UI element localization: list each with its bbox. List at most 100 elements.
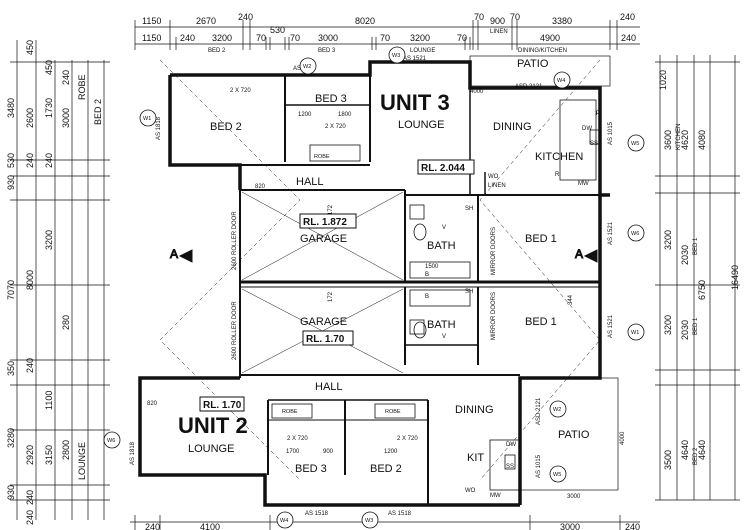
room-garage-u3: GARAGE — [300, 233, 347, 245]
unit3-title: UNIT 3 — [380, 90, 450, 115]
dim-label: 3380 — [552, 16, 572, 26]
level-markers: RL. 2.044 RL. 1.872 RL. 1.70 RL. 1.70 — [199, 159, 475, 412]
fixture-label: DW — [506, 442, 516, 448]
window-tag: W2 — [553, 407, 561, 413]
dim-note: 3000 — [567, 494, 581, 500]
dim-label: 4900 — [540, 33, 560, 43]
room-labels: BED 2 BED 3 UNIT 3 LOUNGE DINING KITCHEN… — [178, 58, 590, 475]
fixture-label: MW — [490, 493, 501, 499]
fixture-label: V — [442, 225, 446, 231]
dim-label: 240 — [180, 33, 195, 43]
dim-label: 930 — [6, 485, 16, 500]
dim-note: 4000 — [470, 89, 484, 95]
patio-outline — [519, 377, 619, 491]
dim-label: 240 — [620, 12, 635, 22]
dim-label: 3280 — [6, 428, 16, 448]
dim-label: 2600 — [25, 108, 35, 128]
room-bath-u3: BATH — [427, 240, 456, 252]
dim-room-label: BED 3 — [318, 48, 336, 54]
window-tag: W6 — [107, 438, 115, 444]
fixture-label: V — [442, 334, 446, 340]
dim-label: 3600 — [663, 130, 673, 150]
fixture-label: B — [425, 294, 429, 300]
window-tag: W5 — [553, 472, 561, 478]
dim-label: 3200 — [663, 315, 673, 335]
section-label: A — [575, 247, 583, 261]
rl-unit2: RL. 1.70 — [203, 400, 242, 411]
bath-tub — [409, 261, 471, 279]
dim-note: 172 — [328, 204, 334, 215]
annotations: 2600 ROLLER DOOR 2600 ROLLER DOOR MIRROR… — [130, 56, 626, 517]
robe — [271, 403, 313, 419]
dim-label: 3480 — [6, 98, 16, 118]
dim-label: 3000 — [560, 522, 580, 530]
window-spec: AS 1518 — [305, 511, 329, 517]
dim-label: 70 — [380, 33, 390, 43]
fixture-label: WO — [488, 174, 499, 180]
dim-label: 1100 — [44, 391, 54, 410]
room-hall-u3: HALL — [296, 176, 324, 188]
fixture-label: DW — [582, 126, 592, 132]
room-lounge-u3: LOUNGE — [398, 119, 444, 131]
room-kit-u2: KIT — [467, 452, 484, 464]
dim-label: 530 — [6, 153, 16, 168]
dim-label: 280 — [61, 315, 71, 330]
dim-room-label: DINING/KITCHEN — [518, 48, 567, 54]
dim-label: 240 — [621, 33, 636, 43]
dim-note: 820 — [147, 401, 158, 407]
section-label: A — [170, 247, 178, 261]
dim-room-label: LOUNGE — [77, 442, 87, 480]
section-arrow-icon — [178, 249, 193, 263]
dim-label: 4620 — [680, 130, 690, 150]
window-note: 2 X 720 — [325, 124, 346, 130]
window-tag: W1 — [631, 330, 639, 336]
dim-label: 70 — [290, 33, 300, 43]
room-bed2-u2: BED 2 — [370, 463, 402, 475]
dim-label: 930 — [6, 175, 16, 190]
room-linen: LINEN — [488, 183, 506, 189]
fixture-label: B — [425, 272, 429, 278]
walls — [138, 55, 619, 507]
window-tag: W4 — [280, 518, 288, 524]
dim-label: 240 — [61, 70, 71, 85]
dim-label: 70 — [510, 12, 520, 22]
section-arrow-icon — [583, 249, 598, 263]
dim-label: 3200 — [212, 33, 232, 43]
room-bed1-u3: BED 1 — [525, 233, 557, 245]
dim-room-label: BED 1 — [693, 237, 699, 255]
dim-label: 3000 — [61, 108, 71, 128]
dim-label: 2030 — [680, 320, 690, 340]
room-patio-right: PATIO — [558, 429, 590, 441]
unit2-title: UNIT 2 — [178, 413, 248, 438]
robe-label: ROBE — [314, 154, 330, 160]
dim-label: 4100 — [200, 522, 220, 530]
dim-room-label: ROBE — [77, 74, 87, 100]
dim-note: 172 — [328, 291, 334, 302]
fixture-label: SS — [590, 141, 598, 147]
room-bed3-u3: BED 3 — [315, 93, 347, 105]
dim-label: 7070 — [6, 280, 16, 300]
window-tag: W6 — [631, 231, 639, 237]
toilet — [413, 321, 427, 339]
toilet — [413, 223, 427, 241]
room-bed2-u3: BED 2 — [210, 121, 242, 133]
room-dining-u2: DINING — [455, 404, 494, 416]
dim-label: 70 — [256, 33, 266, 43]
mirror-doors-label: MIRROR DOORS — [491, 227, 497, 275]
dim-room-label: BED 1 — [693, 317, 699, 335]
bath-tub — [409, 289, 471, 307]
window-spec: ASD 2121 — [536, 397, 542, 425]
sink — [504, 454, 516, 470]
dim-room-label: BED 2 — [208, 48, 226, 54]
robe — [309, 144, 361, 162]
window-note: 2 X 720 — [230, 88, 251, 94]
robe — [374, 403, 416, 419]
dim-label: 4640 — [680, 440, 690, 460]
dim-label: 450 — [25, 40, 35, 55]
window-tag-labels: W1 W2 W3 W4 W5 W6 W1 W2 W5 W4 W3 W6 — [107, 53, 639, 524]
bottom-dimension-text: 240 4100 3000 240 — [145, 522, 640, 530]
dim-label: 240 — [145, 522, 160, 530]
dim-label: 3000 — [318, 33, 338, 43]
room-garage-u2: GARAGE — [300, 316, 347, 328]
